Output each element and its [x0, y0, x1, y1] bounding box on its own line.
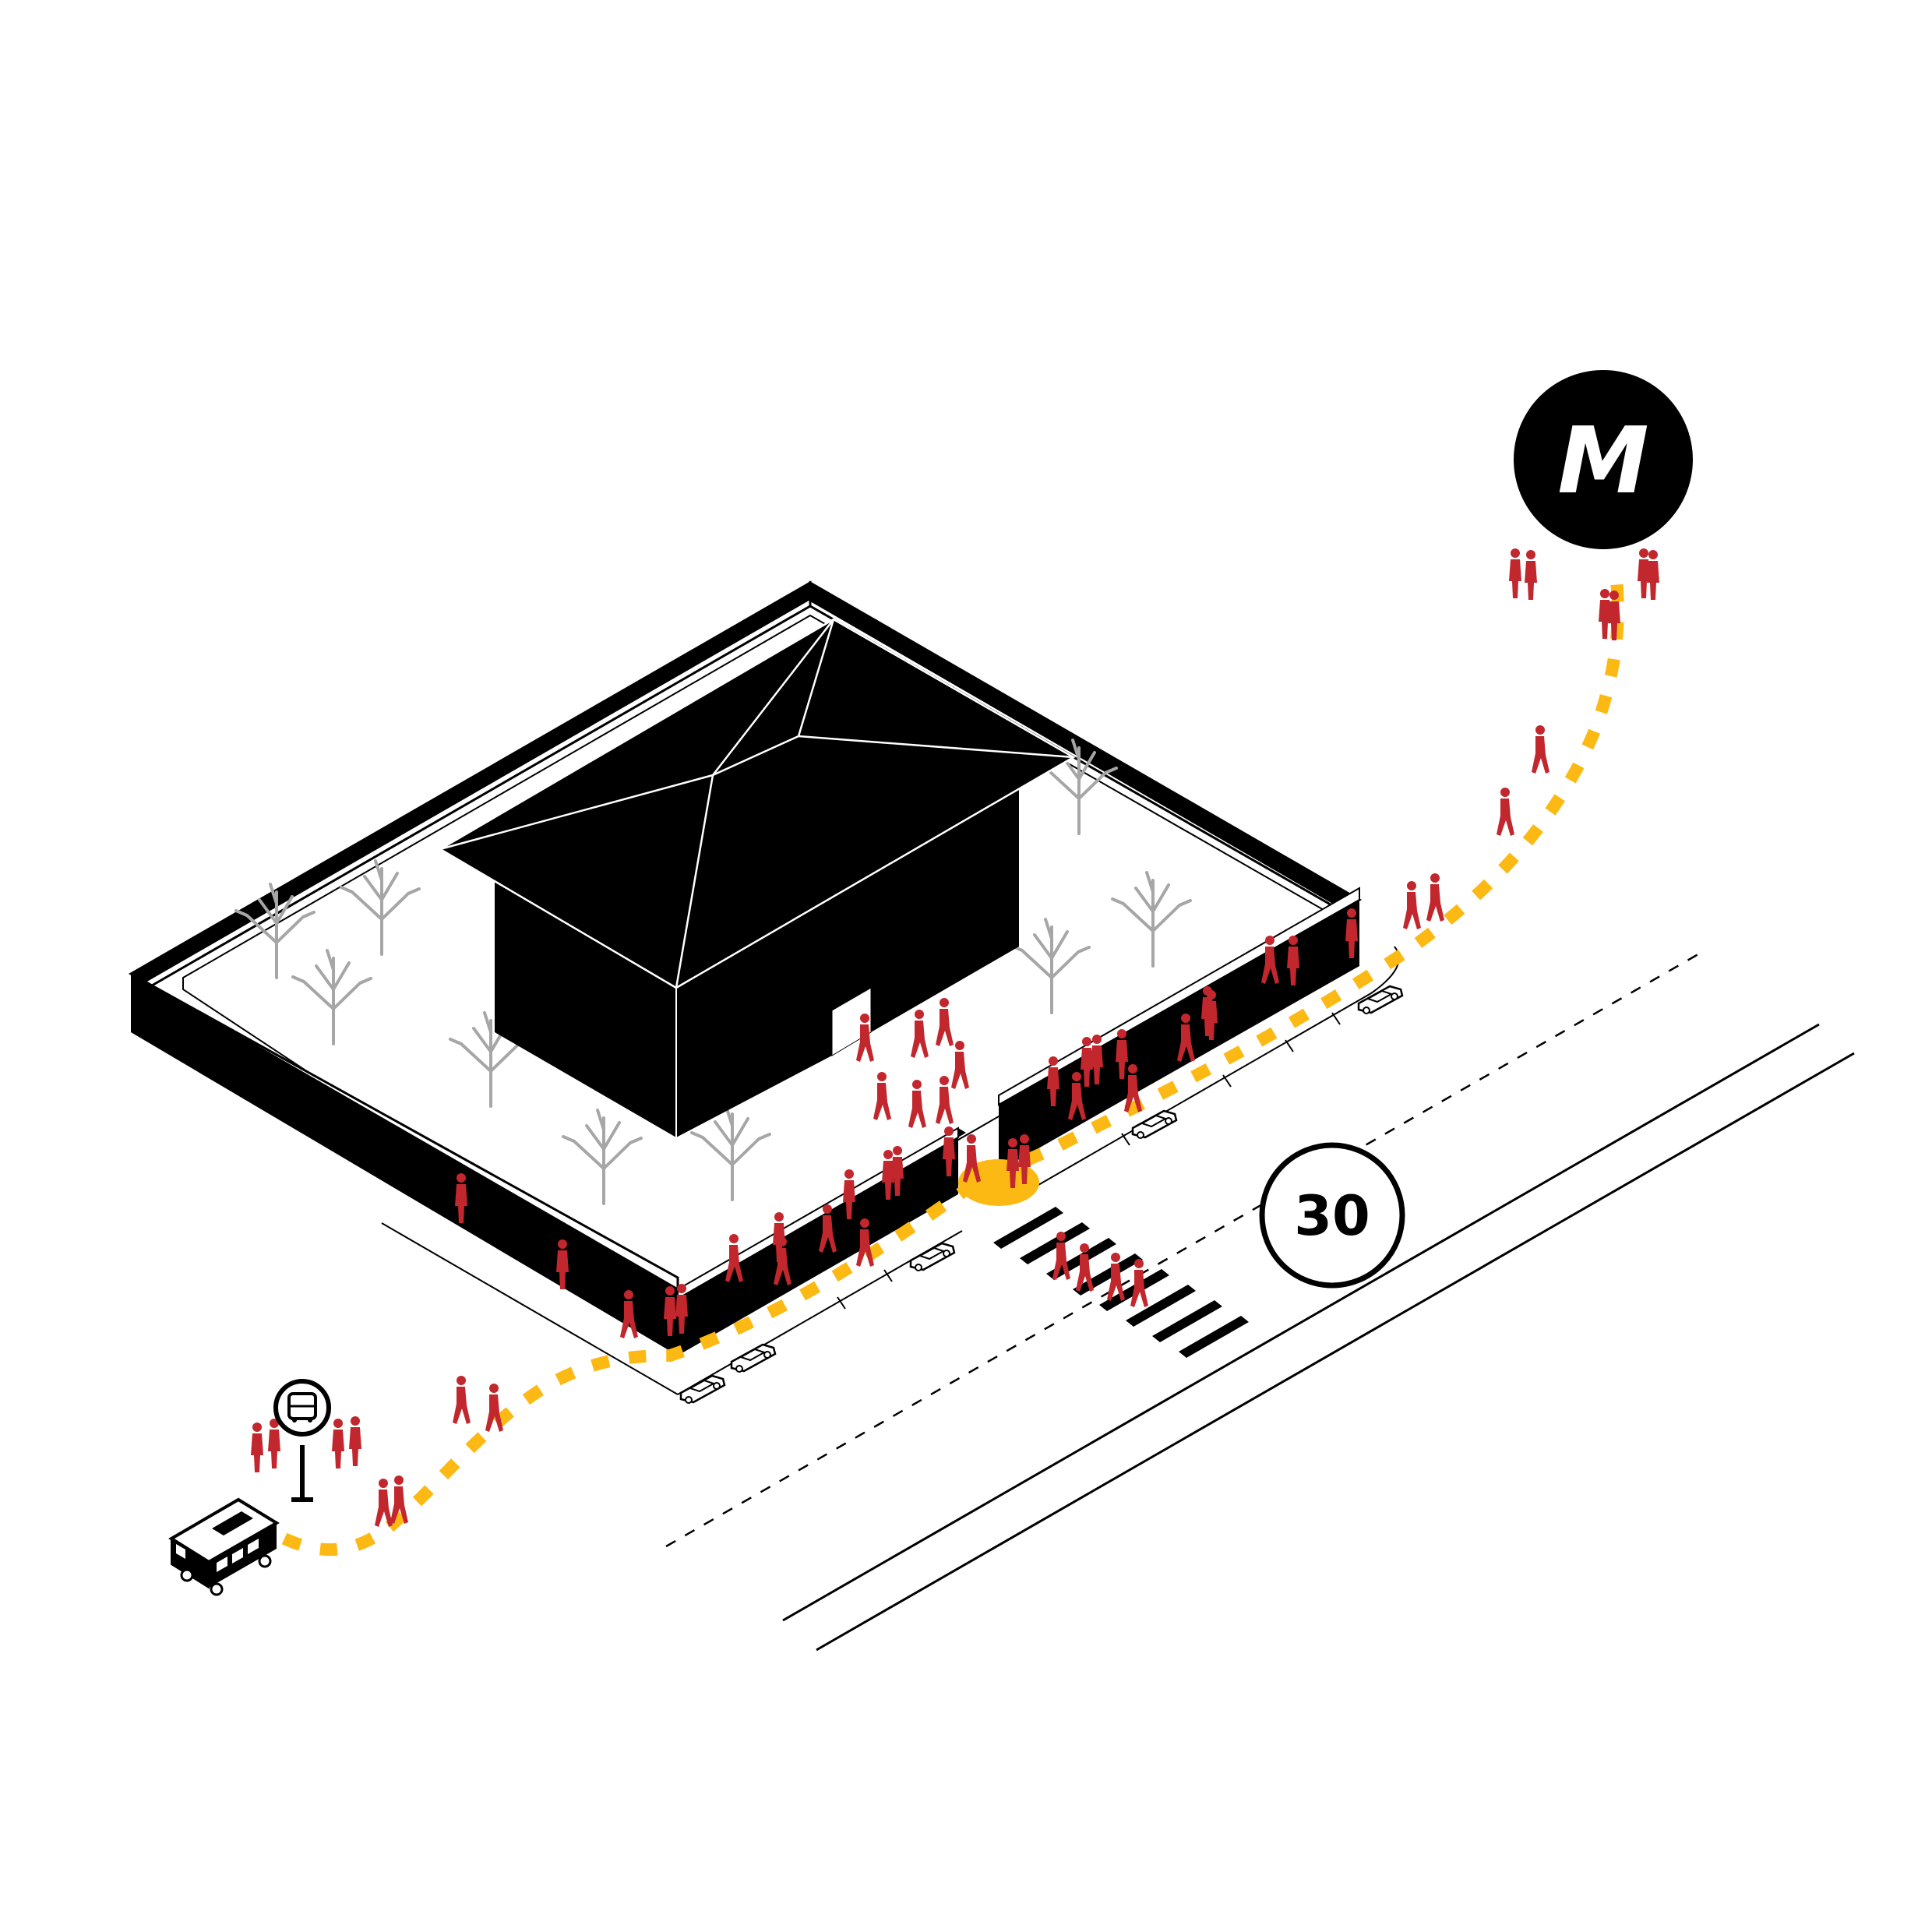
wall-front-left-top-cap: [958, 1128, 966, 1137]
person-icon: [1497, 788, 1514, 836]
bus-icon: [168, 1497, 280, 1596]
person-icon: [485, 1384, 503, 1432]
car-icon: [679, 1374, 726, 1405]
person-icon: [251, 1423, 263, 1472]
building-entrance-notch: [831, 987, 872, 1056]
crosswalk-stripe: [1152, 1300, 1222, 1342]
car-icon: [1357, 985, 1404, 1015]
wall-back-left-face: [131, 583, 810, 991]
bus-wheel: [258, 1554, 272, 1568]
car-icon: [1131, 1109, 1178, 1140]
person-icon: [375, 1479, 393, 1527]
bus-wheel: [210, 1582, 224, 1596]
metro-icon: [1514, 370, 1693, 549]
bus-stop-icon: [273, 1379, 331, 1437]
perimeter-wall: [128, 580, 1363, 1356]
wall-back-right-face: [810, 583, 1359, 919]
pedestrian-route: [281, 580, 1624, 1557]
person-icon: [349, 1416, 361, 1466]
person-icon: [1403, 881, 1421, 929]
speed-limit-sign: 30: [1259, 1142, 1405, 1289]
crosswalk-stripe: [993, 1207, 1063, 1249]
person-icon: [453, 1376, 471, 1424]
crosswalk-stripe: [1126, 1285, 1196, 1327]
metro-label: M: [1557, 407, 1648, 514]
building-right-face: [676, 787, 1019, 1137]
person-icon: [1525, 550, 1537, 600]
person-icon: [1532, 725, 1549, 774]
bus-windows: [176, 1539, 259, 1572]
car-icon: [909, 1242, 956, 1272]
parking-tick-marks: [837, 1012, 1341, 1310]
building-left-face: [495, 880, 676, 1137]
person-icon: [268, 1419, 280, 1468]
bus-stop-sign: [273, 1379, 331, 1502]
car-icon: [730, 1343, 777, 1373]
road-edge-line: [782, 1023, 1820, 1622]
main-building: [438, 618, 1076, 1137]
person-icon: [332, 1419, 344, 1468]
person-icon: [1426, 873, 1444, 922]
wall-left-face: [131, 974, 678, 1356]
bus-wheel: [180, 1568, 194, 1582]
road-edge-line: [816, 1052, 1855, 1652]
bus-roof-vent: [212, 1511, 253, 1535]
person-icon: [1647, 550, 1659, 600]
sidewalk-line: [381, 1222, 679, 1395]
person-icon: [1509, 548, 1521, 598]
metro-sign: M: [1514, 370, 1693, 549]
speed-limit-icon: [1259, 1142, 1405, 1289]
crosswalk-stripe: [1179, 1316, 1249, 1358]
speed-limit-label: 30: [1294, 1184, 1370, 1248]
crosswalk-stripe: [1020, 1222, 1090, 1264]
roof-ridge-lines: [439, 619, 1074, 989]
road-center-dashed-line: [665, 950, 1703, 1548]
